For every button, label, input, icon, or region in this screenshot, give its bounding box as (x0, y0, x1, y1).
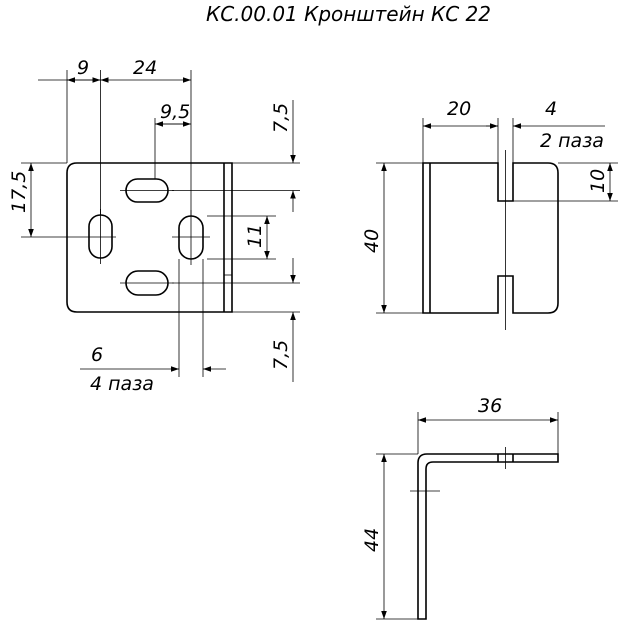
bottom-dimension-lines (381, 417, 558, 619)
side-dimension-lines (381, 123, 613, 313)
side-outline (422, 162, 559, 314)
dimension-lines (28, 77, 296, 382)
dim-9-5: 9,5 (160, 101, 190, 123)
center-lines (21, 190, 210, 284)
dim-11: 11 (244, 224, 266, 248)
dim-20: 20 (447, 98, 471, 120)
side-extension-lines (376, 118, 618, 330)
side-view: 20 4 2 паза 40 10 (361, 98, 618, 330)
dim-24: 24 (133, 57, 157, 79)
dim-36: 36 (478, 395, 502, 417)
bottom-view: 36 44 (361, 395, 559, 620)
slots-note-2: 2 паза (540, 130, 604, 152)
dim-9: 9 (77, 57, 89, 79)
dim-40: 40 (361, 229, 383, 253)
bottom-extension-lines (376, 412, 559, 620)
dim-7-5-top: 7,5 (270, 103, 292, 133)
profile-outline (417, 453, 559, 620)
front-outline (66, 162, 233, 313)
drawing-title: КС.00.01 Кронштейн КС 22 (206, 2, 491, 26)
extension-lines (21, 70, 300, 377)
dim-6: 6 (91, 344, 103, 366)
slots-note-4: 4 паза (90, 373, 154, 395)
dim-10: 10 (587, 169, 609, 193)
dim-4: 4 (545, 98, 557, 120)
front-view: 9 24 9,5 7,5 17,5 11 7,5 6 4 паза (8, 57, 300, 395)
dim-17-5: 17,5 (8, 171, 30, 213)
dim-44: 44 (361, 528, 383, 552)
dim-7-5-bottom: 7,5 (270, 340, 292, 370)
